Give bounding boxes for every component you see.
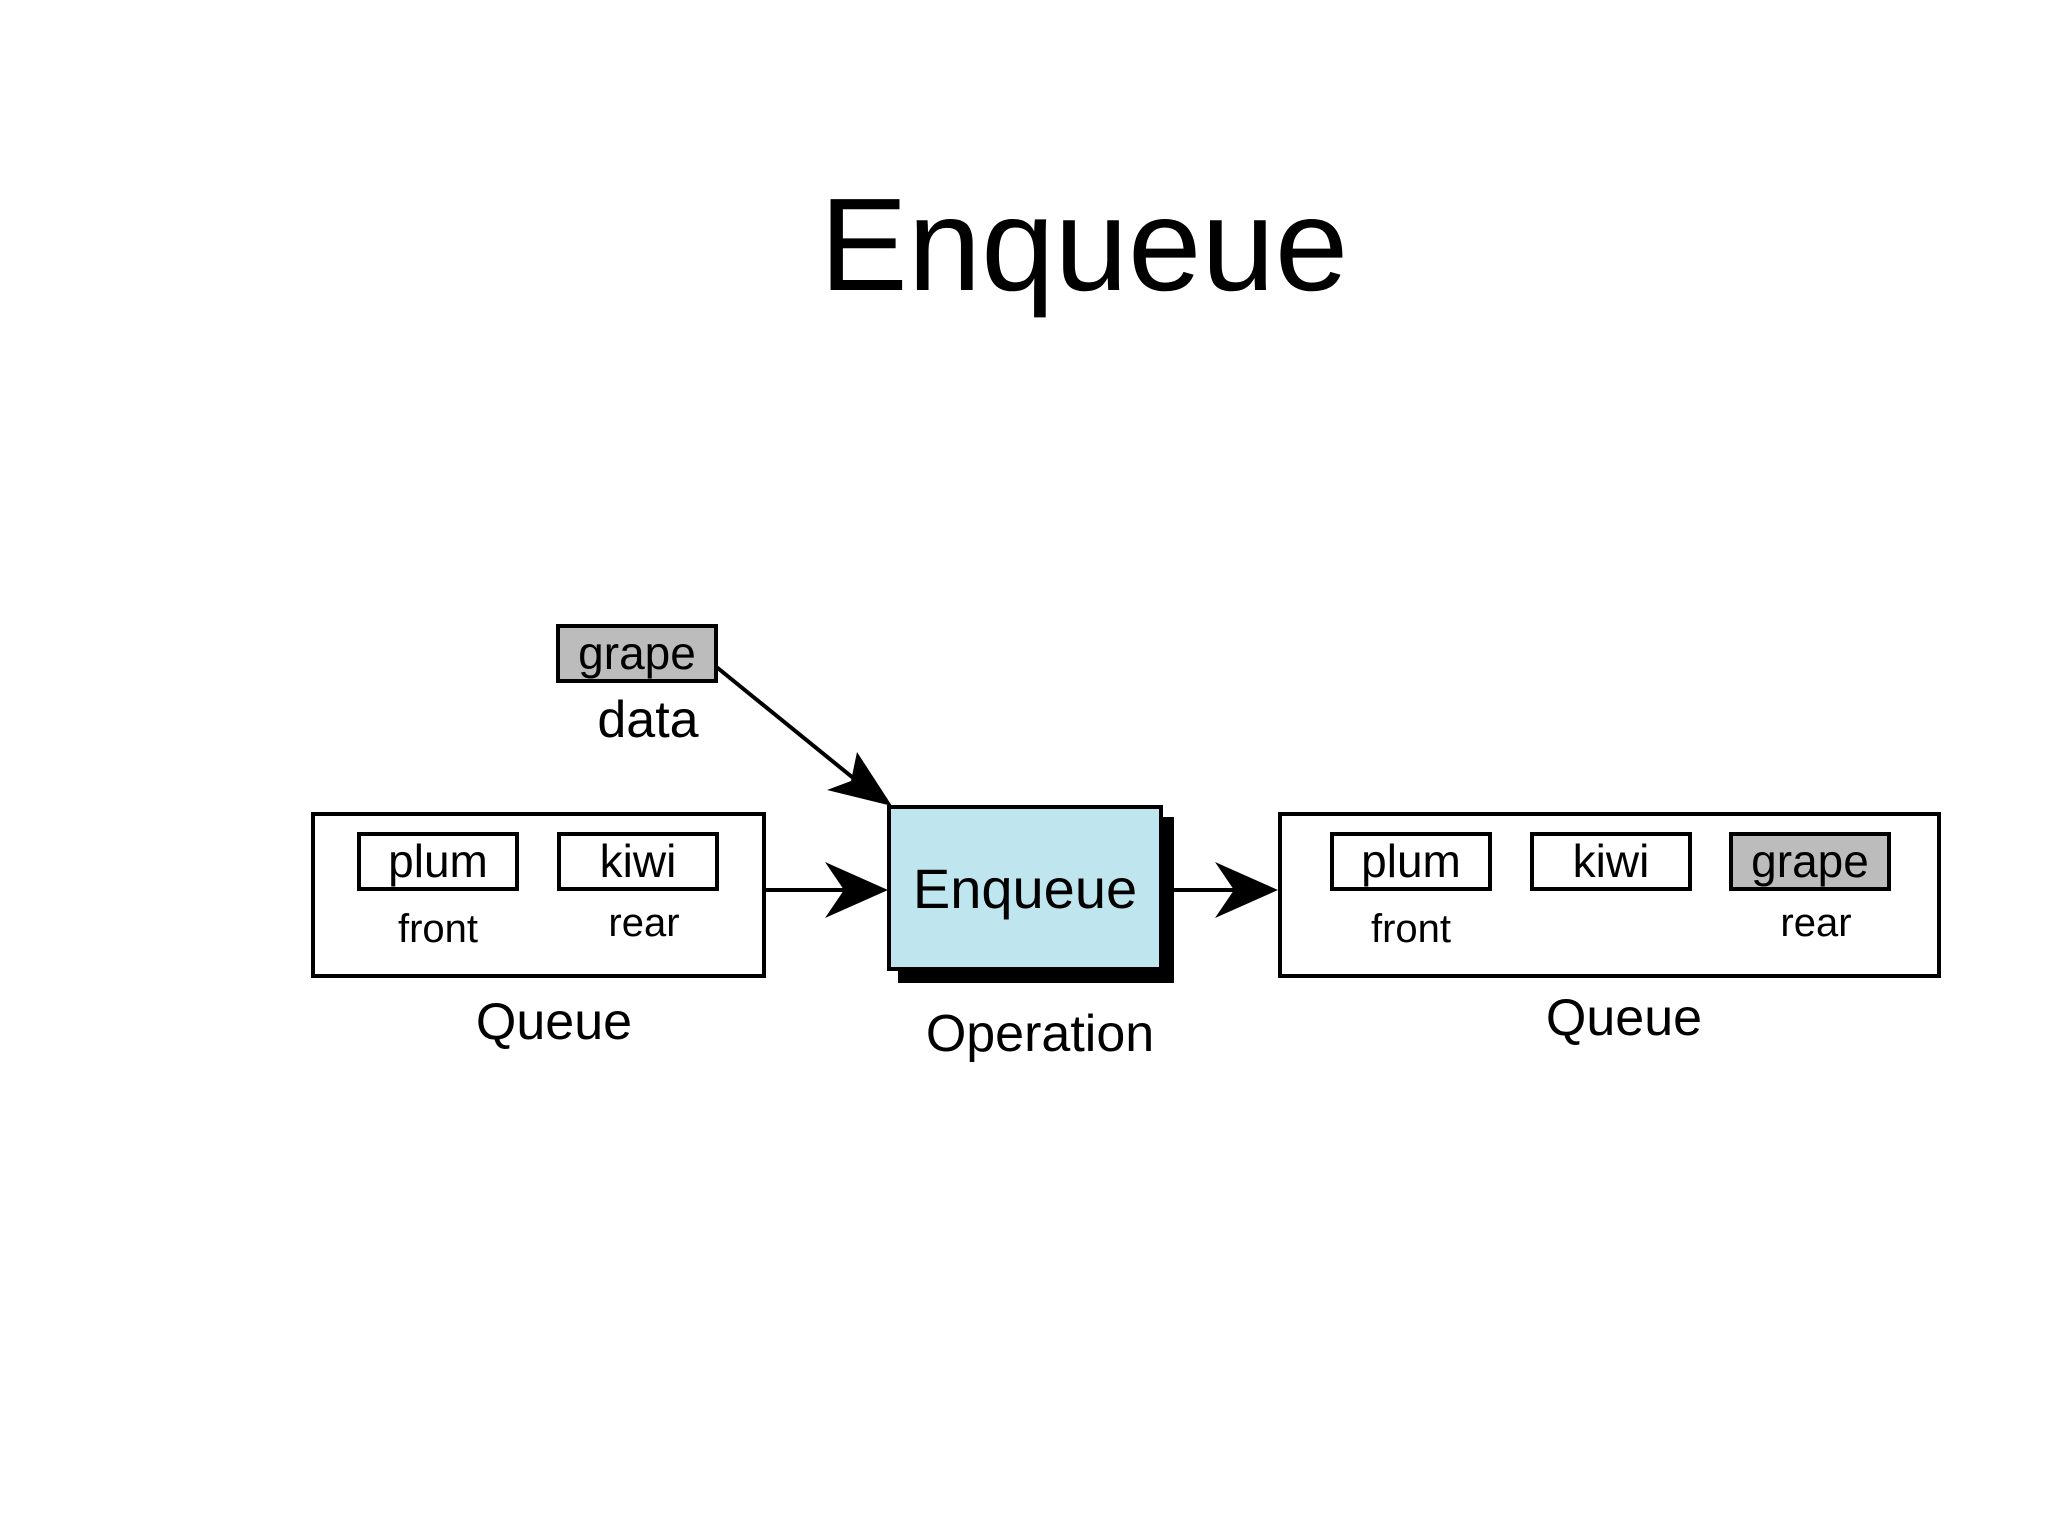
data-label: data bbox=[597, 691, 699, 749]
data-to-operation-arrow bbox=[712, 663, 892, 806]
queue-after-rear-label: rear bbox=[1780, 901, 1852, 945]
queue-after-item-kiwi: kiwi bbox=[1530, 832, 1692, 891]
queue-before-item-plum: plum bbox=[357, 832, 519, 891]
queue-before-item-value: plum bbox=[388, 835, 488, 887]
data-item-value: grape bbox=[578, 627, 696, 679]
queue-before-front-label: front bbox=[397, 907, 479, 951]
operation-box: Enqueue bbox=[887, 805, 1163, 971]
operation-to-queue-arrow bbox=[1170, 862, 1278, 918]
queue-after-item-value: plum bbox=[1361, 835, 1461, 887]
queue-after-caption: Queue bbox=[1545, 989, 1703, 1047]
queue-after-item-grape: grape bbox=[1729, 832, 1891, 891]
queue-after-item-value: kiwi bbox=[1572, 835, 1650, 887]
operation-caption: Operation bbox=[925, 1005, 1155, 1063]
slide-title: Enqueue bbox=[819, 171, 1349, 318]
queue-before-caption: Queue bbox=[475, 993, 633, 1051]
data-item-box: grape bbox=[556, 624, 718, 683]
queue-after-item-plum: plum bbox=[1330, 832, 1492, 891]
queue-before-item-kiwi: kiwi bbox=[557, 832, 719, 891]
queue-after-item-value: grape bbox=[1751, 835, 1869, 887]
queue-before-rear-label: rear bbox=[608, 901, 680, 945]
queue-to-operation-arrow bbox=[760, 862, 888, 918]
operation-label: Enqueue bbox=[912, 856, 1138, 920]
queue-after-front-label: front bbox=[1370, 907, 1452, 951]
queue-before-item-value: kiwi bbox=[599, 835, 677, 887]
